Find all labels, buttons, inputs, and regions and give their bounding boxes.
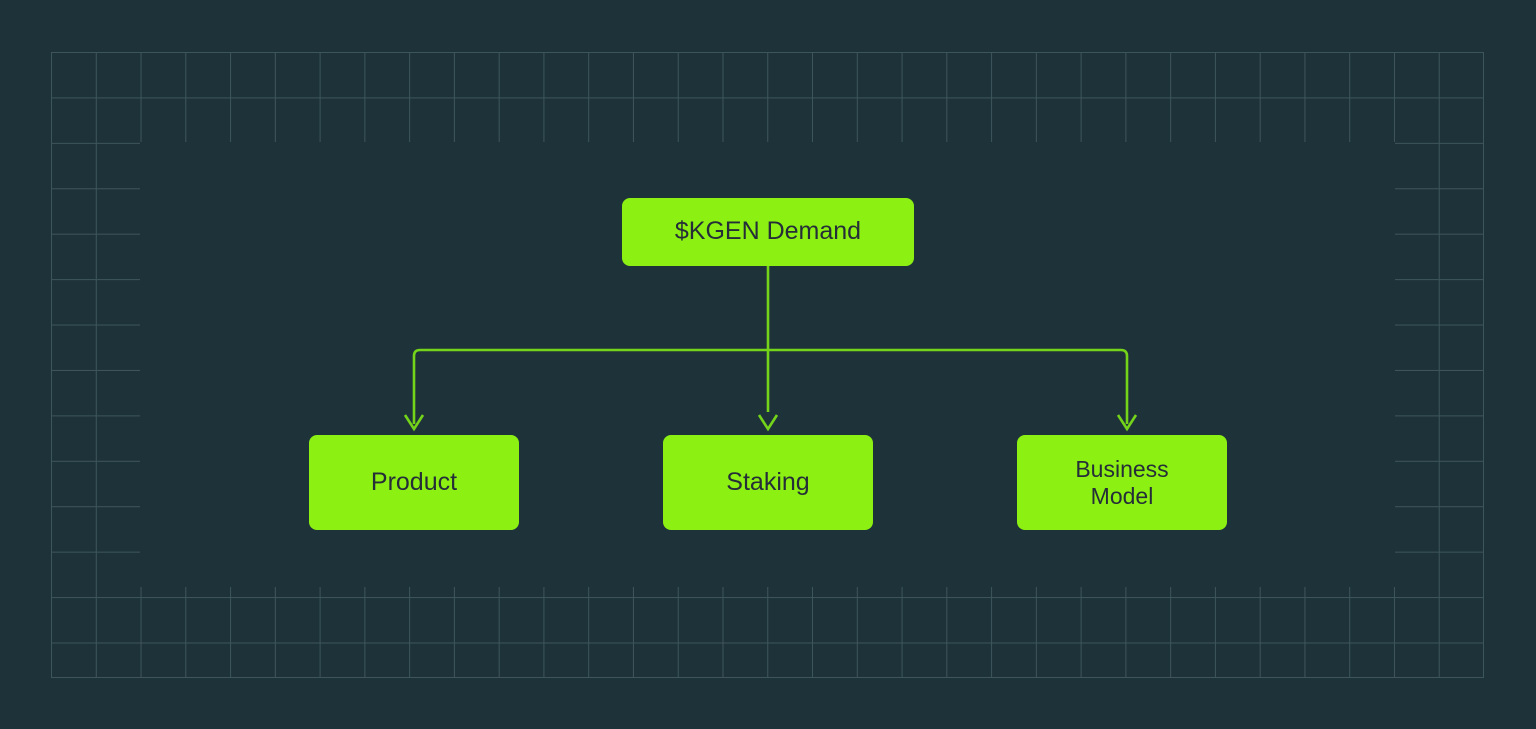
arrowhead-staking [757,414,779,432]
arrowhead-business-model [1116,414,1138,432]
arrowhead-product [403,414,425,432]
edge-distribution-bar [412,348,1129,424]
node-kgen-demand[interactable]: $KGEN Demand [622,198,914,266]
grid-edge-right [1483,52,1484,678]
node-business-model[interactable]: Business Model [1017,435,1227,530]
node-product[interactable]: Product [309,435,519,530]
node-staking[interactable]: Staking [663,435,873,530]
grid-edge-bottom [51,677,1484,678]
